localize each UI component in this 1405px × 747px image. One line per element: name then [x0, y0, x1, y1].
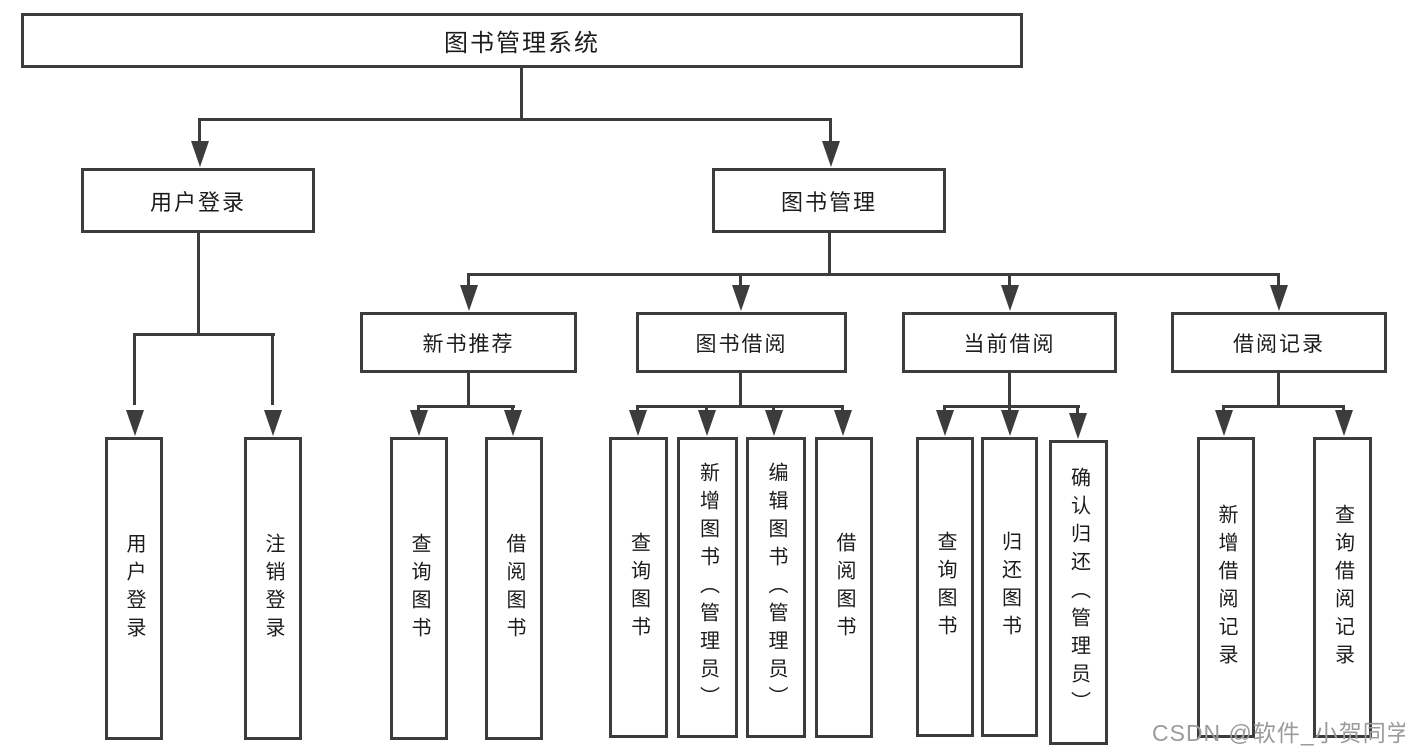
connector-line: [511, 405, 514, 413]
node-new-book-recommend: 新书推荐: [360, 312, 577, 373]
connector-line: [197, 232, 200, 336]
leaf-cb-confirm-return-admin-label: 确认归还（管理员）: [1067, 466, 1090, 719]
connector-line: [636, 405, 639, 413]
arrow-down-icon: [936, 410, 954, 436]
node-borrow-records: 借阅记录: [1171, 312, 1387, 373]
leaf-user-login: 用户登录: [105, 437, 163, 740]
connector-line: [198, 118, 201, 144]
leaf-logout-label: 注销登录: [262, 532, 284, 645]
arrow-down-icon: [1069, 413, 1087, 439]
leaf-bb-add-book-admin: 新增图书（管理员）: [677, 437, 738, 738]
leaf-bb-edit-book-admin: 编辑图书（管理员）: [746, 437, 806, 738]
connector-line: [1076, 405, 1079, 415]
leaf-br-add-record-label: 新增借阅记录: [1215, 503, 1237, 672]
arrow-down-icon: [504, 410, 522, 436]
connector-line: [1342, 405, 1345, 413]
connector-line: [1008, 405, 1011, 413]
leaf-bb-query-book: 查询图书: [609, 437, 668, 738]
connector-line: [705, 405, 708, 413]
node-book-borrow: 图书借阅: [636, 312, 847, 373]
leaf-nbr-query-book-label: 查询图书: [408, 532, 430, 645]
leaf-br-query-record-label: 查询借阅记录: [1331, 503, 1354, 672]
connector-line: [1008, 273, 1011, 287]
connector-line: [943, 405, 1080, 408]
connector-line: [943, 405, 946, 413]
leaf-bb-borrow-book: 借阅图书: [815, 437, 873, 738]
connector-line: [133, 333, 136, 405]
arrow-down-icon: [1001, 285, 1019, 311]
arrow-down-icon: [191, 141, 209, 167]
arrow-down-icon: [822, 141, 840, 167]
node-current-borrow-label: 当前借阅: [963, 332, 1056, 356]
leaf-bb-borrow-book-label: 借阅图书: [833, 531, 855, 644]
connector-line: [198, 118, 832, 121]
connector-line: [828, 232, 831, 276]
connector-line: [1008, 373, 1011, 408]
node-borrow-records-label: 借阅记录: [1233, 332, 1325, 356]
leaf-cb-query-book: 查询图书: [916, 437, 974, 737]
connector-line: [739, 373, 742, 408]
arrow-down-icon: [264, 410, 282, 436]
leaf-br-query-record: 查询借阅记录: [1313, 437, 1372, 738]
leaf-nbr-query-book: 查询图书: [390, 437, 448, 740]
node-user-login-label: 用户登录: [149, 189, 246, 215]
arrow-down-icon: [1001, 410, 1019, 436]
leaf-cb-return-book: 归还图书: [981, 437, 1038, 737]
node-user-login: 用户登录: [81, 168, 315, 233]
arrow-down-icon: [765, 410, 783, 436]
leaf-cb-return-book-label: 归还图书: [998, 531, 1021, 643]
connector-line: [417, 405, 420, 413]
arrow-down-icon: [126, 410, 144, 436]
connector-line: [636, 405, 844, 408]
arrow-down-icon: [1270, 285, 1288, 311]
connector-line: [520, 68, 523, 121]
arrow-down-icon: [1335, 410, 1353, 436]
leaf-user-login-label: 用户登录: [123, 532, 145, 645]
leaf-nbr-borrow-book: 借阅图书: [485, 437, 543, 740]
leaf-logout: 注销登录: [244, 437, 302, 740]
connector-line: [1222, 405, 1345, 408]
arrow-down-icon: [629, 410, 647, 436]
node-root: 图书管理系统: [21, 13, 1023, 68]
connector-line: [1277, 373, 1280, 408]
arrow-down-icon: [732, 285, 750, 311]
arrow-down-icon: [410, 410, 428, 436]
connector-line: [1222, 405, 1225, 413]
leaf-bb-edit-book-admin-label: 编辑图书（管理员）: [765, 461, 787, 714]
connector-line: [133, 333, 275, 336]
connector-line: [467, 273, 1280, 276]
node-root-label: 图书管理系统: [444, 30, 600, 57]
leaf-bb-query-book-label: 查询图书: [627, 531, 650, 644]
leaf-bb-add-book-admin-label: 新增图书（管理员）: [696, 461, 719, 714]
node-book-management-label: 图书管理: [780, 189, 877, 215]
arrow-down-icon: [834, 410, 852, 436]
connector-line: [772, 405, 775, 413]
leaf-cb-confirm-return-admin: 确认归还（管理员）: [1049, 440, 1108, 745]
connector-line: [739, 273, 742, 287]
leaf-nbr-borrow-book-label: 借阅图书: [503, 532, 525, 645]
connector-line: [1277, 273, 1280, 287]
connector-line: [829, 118, 832, 144]
connector-line: [271, 333, 274, 405]
leaf-br-add-record: 新增借阅记录: [1197, 437, 1255, 738]
arrow-down-icon: [460, 285, 478, 311]
arrow-down-icon: [698, 410, 716, 436]
connector-line: [467, 373, 470, 408]
node-book-management: 图书管理: [712, 168, 946, 233]
arrow-down-icon: [1215, 410, 1233, 436]
connector-line: [467, 273, 470, 287]
leaf-cb-query-book-label: 查询图书: [934, 531, 956, 643]
connector-line: [417, 405, 515, 408]
csdn-watermark: CSDN @软件_小贺同学: [1152, 720, 1405, 746]
node-current-borrow: 当前借阅: [902, 312, 1117, 373]
node-book-borrow-label: 图书借阅: [695, 332, 788, 356]
node-new-book-recommend-label: 新书推荐: [422, 332, 515, 356]
connector-line: [841, 405, 844, 413]
